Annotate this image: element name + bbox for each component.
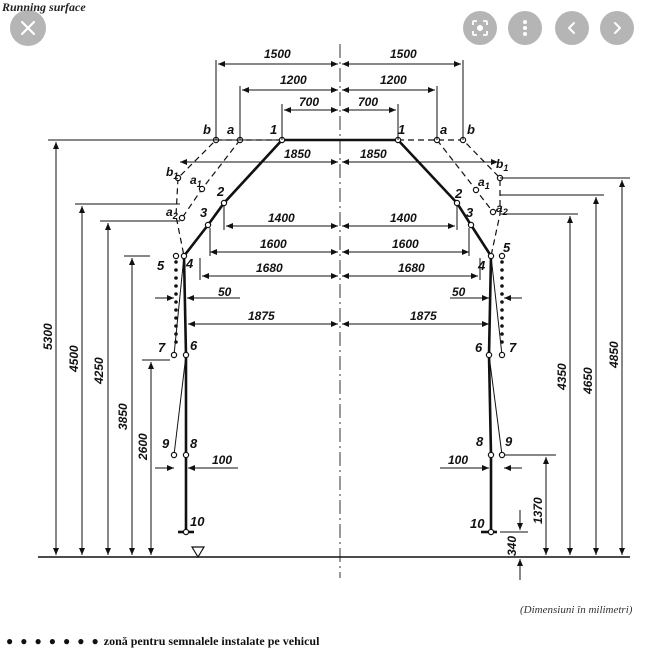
point-8-left: 8 <box>190 436 198 451</box>
point-labels: 1 1 a b a b b1 a1 a2 b1 a1 a2 2 2 3 3 4 … <box>157 122 517 531</box>
label-2600: 2600 <box>136 433 150 461</box>
units-note: (Dimensiuni în milimetri) <box>520 604 633 616</box>
point-6-right: 6 <box>475 340 483 355</box>
point-10-right: 10 <box>470 516 485 531</box>
label-4350: 4350 <box>555 363 569 391</box>
point-6-left: 6 <box>190 338 198 353</box>
label-1600-left: 1600 <box>260 237 287 251</box>
label-1600-right: 1600 <box>392 237 419 251</box>
signal-zone-dots <box>174 260 504 344</box>
label-1400-right: 1400 <box>390 211 417 225</box>
point-2-left: 2 <box>216 184 225 199</box>
label-700-right: 700 <box>358 95 378 109</box>
label-50-right: 50 <box>452 285 466 299</box>
label-1200-right: 1200 <box>380 73 407 87</box>
point-a1-left: a1 <box>190 173 202 189</box>
close-button[interactable] <box>10 10 46 46</box>
label-1400-left: 1400 <box>268 211 295 225</box>
point-a1-right: a1 <box>478 175 490 191</box>
point-1-right: 1 <box>398 122 405 137</box>
point-8-right: 8 <box>476 434 484 449</box>
right-height-dimensions <box>500 177 630 580</box>
gauge-outline <box>178 138 497 534</box>
label-3850: 3850 <box>116 403 130 430</box>
point-9-right: 9 <box>505 434 513 449</box>
point-b1-left: b1 <box>166 165 178 181</box>
label-100-right: 100 <box>448 453 468 467</box>
left-height-dimensions <box>48 139 280 555</box>
lens-button[interactable] <box>463 11 497 45</box>
label-1370: 1370 <box>531 497 545 524</box>
rail-level-triangle-icon <box>190 546 206 559</box>
point-10-left: 10 <box>190 514 205 529</box>
point-5-left: 5 <box>157 258 165 273</box>
legend-text: zonă pentru semnalele instalate pe vehic… <box>103 634 320 648</box>
point-4-left: 4 <box>185 256 194 271</box>
label-5300: 5300 <box>41 323 55 350</box>
label-1680-right: 1680 <box>398 261 425 275</box>
label-1875-right: 1875 <box>410 309 437 323</box>
more-vertical-icon <box>523 20 527 36</box>
signal-zone-legend: ● ● ● ● ● ● ● zonă pentru semnalele inst… <box>6 634 319 649</box>
label-340: 340 <box>505 536 519 556</box>
label-1500-left: 1500 <box>264 47 291 61</box>
label-1200-left: 1200 <box>280 73 307 87</box>
label-100-left: 100 <box>212 453 232 467</box>
label-1850-left: 1850 <box>284 147 311 161</box>
point-7-left: 7 <box>158 340 166 355</box>
legend-dots: ● ● ● ● ● ● ● <box>6 634 101 648</box>
point-b1-right: b1 <box>496 157 508 173</box>
point-b-right: b <box>467 122 475 137</box>
point-9-left: 9 <box>162 436 170 451</box>
horizontal-dimensions <box>155 60 522 471</box>
label-1680-left: 1680 <box>256 261 283 275</box>
close-icon <box>20 20 36 36</box>
lens-icon <box>472 20 488 36</box>
chevron-left-icon <box>568 22 575 34</box>
label-4500: 4500 <box>67 345 81 373</box>
point-3-left: 3 <box>200 205 208 220</box>
label-50-left: 50 <box>218 285 232 299</box>
point-b-left: b <box>203 122 211 137</box>
label-4250: 4250 <box>92 357 106 385</box>
point-4-right: 4 <box>477 258 486 273</box>
label-1850-right: 1850 <box>360 147 387 161</box>
point-3-right: 3 <box>466 205 474 220</box>
point-a2-left: a2 <box>166 205 178 221</box>
lower-profile-lines <box>173 255 503 456</box>
dimension-labels: 1500 1500 1200 1200 700 700 1850 1850 14… <box>41 47 621 556</box>
point-5-right: 5 <box>503 240 511 255</box>
more-options-button[interactable] <box>508 11 542 45</box>
label-4850: 4850 <box>607 341 621 369</box>
point-1-left: 1 <box>270 122 277 137</box>
label-1500-right: 1500 <box>390 47 417 61</box>
point-a-right: a <box>440 122 447 137</box>
label-4650: 4650 <box>581 367 595 395</box>
page-title: Running surface <box>2 0 86 14</box>
label-700-left: 700 <box>299 95 319 109</box>
previous-image-button[interactable] <box>555 11 589 45</box>
point-7-right: 7 <box>509 340 517 355</box>
chevron-right-icon <box>614 22 621 34</box>
point-a-left: a <box>227 122 234 137</box>
label-1875-left: 1875 <box>248 309 275 323</box>
next-image-button[interactable] <box>600 11 634 45</box>
point-a2-right: a2 <box>496 201 508 217</box>
point-2-right: 2 <box>454 186 463 201</box>
